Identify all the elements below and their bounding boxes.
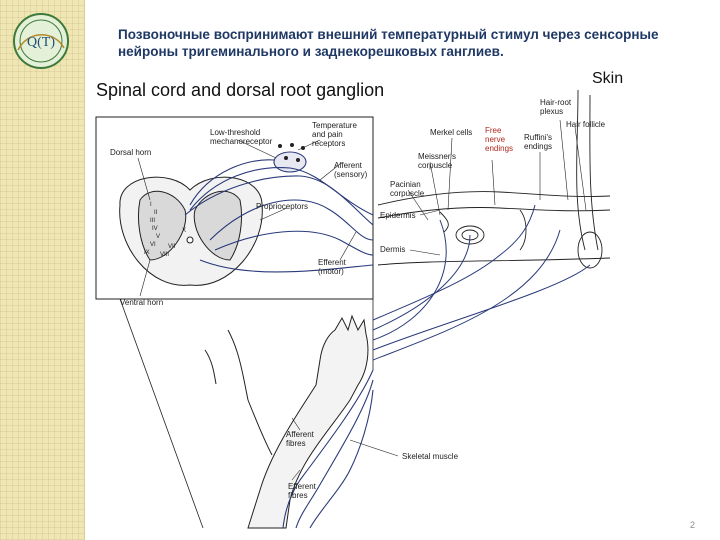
label-pacinian-corpuscle: Pacinian corpuscle <box>390 180 425 198</box>
label-epidermis: Epidermis <box>380 211 416 220</box>
page-number: 2 <box>690 520 696 530</box>
leader-lines-skin <box>407 119 587 256</box>
skin-section <box>377 89 611 269</box>
label-ruffinis-endings: Ruffini's endings <box>524 133 553 151</box>
leader-lines-arm <box>291 417 399 481</box>
lamina-label: VII <box>168 244 176 250</box>
label-hair-root-plexus: Hair-root plexus <box>540 98 572 116</box>
arm-nerves <box>282 369 374 529</box>
label-meissners-corpuscle: Meissner's corpuscle <box>418 152 456 170</box>
lamina-label: V <box>156 234 160 240</box>
lamina-label: VI <box>150 242 156 248</box>
label-free-nerve-endings: Free nerve endings <box>485 126 514 153</box>
logo-text: Q(T) <box>27 35 55 50</box>
lamina-label: III <box>150 218 155 224</box>
leader-lines-spinal <box>137 139 357 297</box>
diagram-heading-skin: Skin <box>592 70 624 87</box>
diagram-heading-spinal: Spinal cord and dorsal root ganglion <box>96 80 385 100</box>
lamina-label: I <box>150 202 152 208</box>
lamina-label: IV <box>152 226 158 232</box>
label-low-threshold-mechanoreceptor: Low-threshold mechanoreceptor <box>210 128 273 146</box>
label-efferent-fibres: Efferent fibres <box>288 482 316 500</box>
label-skeletal-muscle: Skeletal muscle <box>402 452 459 461</box>
arm-figure <box>204 314 369 529</box>
label-ventral-horn: Ventral horn <box>120 298 164 307</box>
slide-title: Позвоночные воспринимают внешний темпера… <box>118 27 659 59</box>
label-afferent-fibres: Afferent fibres <box>286 430 314 448</box>
dorsal-root-nerves <box>184 151 374 273</box>
label-merkel-cells: Merkel cells <box>430 128 473 137</box>
label-dorsal-horn: Dorsal horn <box>110 148 152 157</box>
slide-sidebar: Q(T) <box>0 0 85 540</box>
lamina-label: IX <box>144 250 150 256</box>
lamina-label: VIII <box>160 252 169 258</box>
label-afferent-sensory: Afferent (sensory) <box>334 161 368 179</box>
label-temperature-pain-receptors: Temperature and pain receptors <box>312 121 357 148</box>
lamina-label: X <box>182 228 186 234</box>
lamina-label: II <box>154 210 158 216</box>
label-efferent-motor: Efferent (motor) <box>318 258 346 276</box>
label-proprioceptors: Proprioceptors <box>256 202 309 211</box>
laminae-labels: I II III IV V VI VII VIII IX X <box>144 202 186 258</box>
label-dermis: Dermis <box>380 245 406 254</box>
projection-line-left <box>119 298 204 529</box>
spinal-cord-panel <box>95 116 374 300</box>
label-hair-follicle: Hair follicle <box>566 120 606 129</box>
qt-logo-icon: Q(T) <box>13 13 69 69</box>
skin-nerves <box>372 204 591 361</box>
spinal-cross-section <box>119 176 263 286</box>
